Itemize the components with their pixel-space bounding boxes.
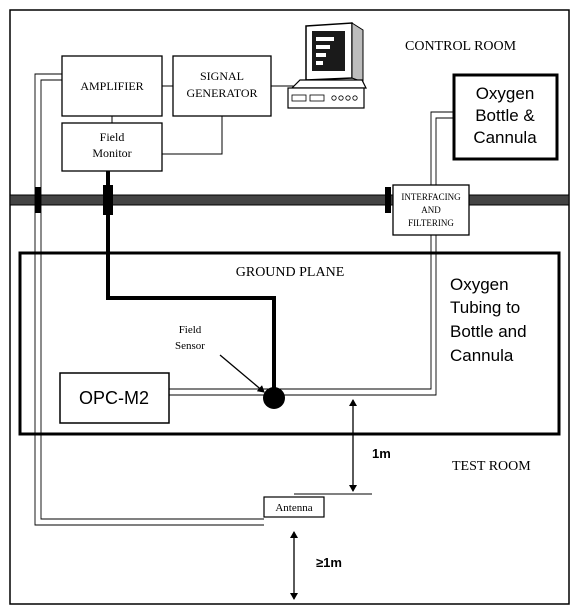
oxygen-tubing-label-line3: Bottle and	[450, 322, 527, 341]
oxygen-tube-lower-outer	[169, 235, 432, 390]
test-room-label: TEST ROOM	[452, 459, 531, 474]
oxygen-bottle-label-line1: Oxygen	[476, 84, 535, 103]
control-room-label: CONTROL ROOM	[405, 39, 517, 54]
antenna-box	[263, 496, 325, 518]
amplifier-label: AMPLIFIER	[80, 79, 143, 93]
oxygen-bottle-label-line3: Cannula	[473, 128, 537, 147]
field-sensor-pointer-arrow	[219, 354, 265, 393]
field-sensor-label-line2: Sensor	[175, 340, 205, 352]
computer-terminal-icon	[287, 22, 367, 109]
oxygen-tubing-label-line4: Cannula	[450, 346, 514, 365]
ground-plane-title: GROUND PLANE	[236, 265, 345, 280]
oxygen-tube-lower-inner	[169, 235, 437, 396]
field-monitor-label-line1: Field	[100, 130, 125, 144]
antenna-label: Antenna	[275, 502, 312, 514]
monitor-siggen-link	[162, 116, 223, 155]
dimension-label-floor: ≥1m	[316, 555, 342, 570]
oxygen-tube-upper-inner	[435, 117, 454, 185]
opc-m2-label: OPC-M2	[79, 388, 149, 408]
opc-m2-box	[59, 372, 170, 424]
wall-bar	[9, 194, 570, 206]
interfacing-label-line3: FILTERING	[408, 218, 454, 228]
interfacing-label-line2: AND	[421, 205, 441, 215]
ground-plane-box	[18, 251, 561, 436]
oxygen-bottle-label-line2: Bottle &	[475, 106, 535, 125]
signal-generator-label-line1: SIGNAL	[200, 69, 244, 83]
signal-generator-box	[172, 55, 272, 117]
field-monitor-label-line2: Monitor	[92, 146, 131, 160]
interfacing-label-line1: INTERFACING	[401, 192, 461, 202]
wall-feedthrough-right	[385, 187, 391, 213]
oxygen-tubing-label-line2: Tubing to	[450, 298, 520, 317]
signal-generator-label-line2: GENERATOR	[186, 86, 257, 100]
antenna-cable-outer	[34, 73, 264, 526]
outer-frame	[9, 9, 570, 605]
oxygen-tubing-label-line1: Oxygen	[450, 275, 509, 294]
field-sensor-label-line1: Field	[179, 324, 202, 336]
oxygen-bottle-box	[452, 73, 559, 161]
dimension-label-1m: 1m	[372, 446, 391, 461]
wall-feedthrough-left	[35, 187, 41, 213]
interfacing-filtering-box	[392, 184, 470, 236]
field-sensor-cable	[106, 171, 276, 398]
field-sensor-icon	[263, 387, 285, 409]
antenna-cable-inner	[40, 79, 264, 520]
oxygen-tube-upper-outer	[430, 111, 454, 185]
